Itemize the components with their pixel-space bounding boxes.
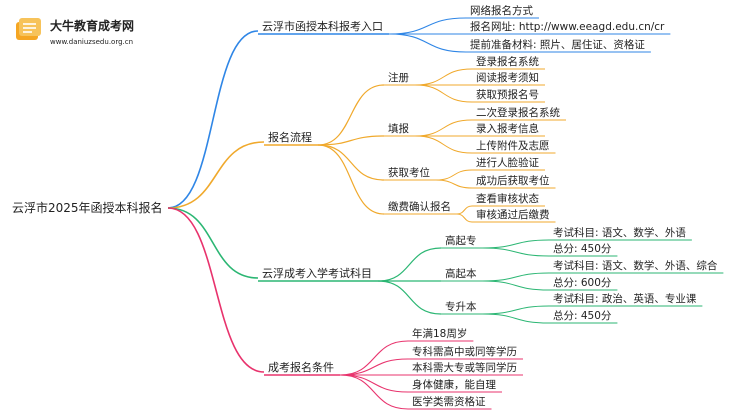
leaf-node: 二次登录报名系统 [476, 106, 560, 119]
sub-node: 填报 [388, 122, 409, 135]
connector-line [167, 141, 265, 209]
book-icon [16, 18, 41, 40]
connector-line [167, 207, 259, 279]
leaf-node: 审核通过后缴费 [476, 208, 550, 221]
leaf-node: 考试科目: 语文、数学、外语、综合 [553, 259, 718, 272]
connector-line [317, 84, 385, 146]
connector-line [317, 144, 385, 215]
leaf-node: 提前准备材料: 照片、居住证、资格证 [470, 38, 645, 51]
leaf-node: 上传附件及志愿 [476, 139, 550, 152]
leaf-node: 总分: 450分 [553, 309, 612, 322]
connector-line [482, 247, 550, 257]
site-logo: 大牛教育成考网 www.daniuzsedu.org.cn [16, 18, 134, 46]
connector-line [482, 305, 550, 315]
leaf-node: 成功后获取考位 [476, 174, 550, 187]
leaf-node: 年满18周岁 [412, 327, 467, 340]
connector-line [456, 213, 473, 223]
logo-site-url: www.daniuzsedu.org.cn [50, 38, 133, 46]
connector-line [482, 313, 550, 324]
leaf-node: 专科需高中或同等学历 [412, 345, 517, 358]
leaf-node: 进行人脸验证 [476, 156, 539, 169]
leaf-node: 登录报名系统 [476, 55, 539, 68]
connector-line [435, 179, 473, 189]
root-node: 云浮市2025年函授本科报名 [12, 200, 163, 215]
branch-node: 云浮成考入学考试科目 [262, 266, 372, 280]
leaf-node: 身体健康，能自理 [412, 378, 496, 391]
leaf-node: 阅读报考须知 [476, 71, 539, 84]
leaf-node: 网络报名方式 [470, 4, 533, 17]
connector-line [414, 119, 473, 137]
leaf-node: 本科需大专或等同学历 [412, 361, 517, 374]
connector-line [339, 374, 409, 393]
sub-node: 高起专 [445, 234, 477, 247]
connector-line [377, 247, 442, 282]
connector-line [482, 239, 550, 249]
connector-line [414, 84, 473, 103]
logo-name: 大牛教育成考网 [50, 18, 134, 33]
leaf-node: 考试科目: 政治、英语、专业课 [553, 292, 697, 305]
connector-line [414, 68, 473, 86]
connector-line [167, 207, 265, 373]
leaf-node: 考试科目: 语文、数学、外语 [553, 226, 686, 239]
branch-node: 报名流程 [268, 130, 312, 144]
sub-node: 专升本 [445, 300, 477, 313]
leaf-node: 总分: 600分 [553, 276, 612, 289]
leaf-node: 总分: 450分 [553, 242, 612, 255]
leaf-node: 医学类需资格证 [412, 395, 486, 408]
sub-node: 获取考位 [388, 166, 430, 179]
leaf-node: 报名网址: http://www.eeagd.edu.cn/cr [470, 20, 665, 33]
connector-line [482, 280, 550, 291]
connector-line [317, 144, 385, 181]
sub-node: 缴费确认报名 [388, 200, 451, 213]
leaf-node: 查看审核状态 [476, 192, 539, 205]
connector-line [388, 33, 467, 53]
connector-line [414, 135, 473, 154]
sub-node: 高起本 [445, 267, 477, 280]
branch-node: 成考报名条件 [268, 360, 334, 374]
branch-node: 云浮市函授本科报考入口 [262, 19, 383, 33]
connector-line [167, 30, 259, 209]
connector-line [388, 17, 467, 35]
connector-line [377, 280, 442, 315]
connector-line [339, 358, 409, 376]
sub-node: 注册 [388, 71, 409, 84]
connector-line [435, 169, 473, 181]
connector-line [339, 374, 409, 410]
connector-lines [167, 17, 724, 410]
connector-line [482, 272, 550, 282]
connector-line [317, 135, 385, 146]
leaf-node: 录入报考信息 [476, 122, 539, 135]
connector-line [456, 205, 473, 215]
leaf-node: 获取预报名号 [476, 88, 539, 101]
connector-line [339, 340, 409, 376]
